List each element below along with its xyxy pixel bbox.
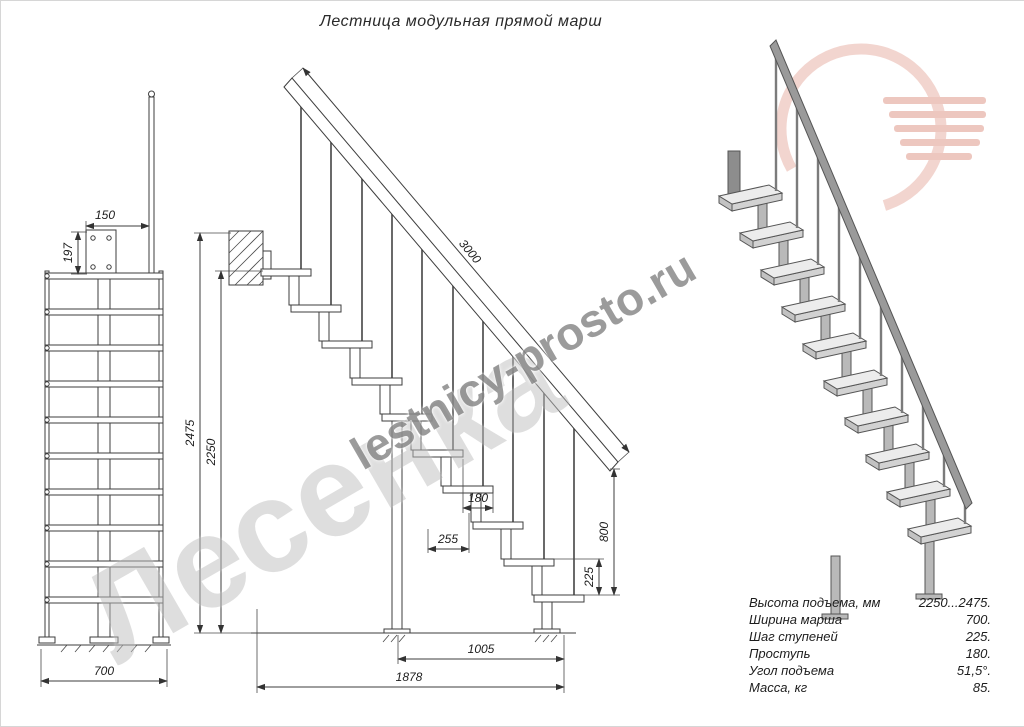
iso-handrail <box>769 39 973 510</box>
spec-label: Угол подъема <box>749 663 835 678</box>
iso-view <box>717 39 986 620</box>
side-view: 3000 2475 2250 180 <box>183 67 630 693</box>
side-columns <box>288 275 543 596</box>
spec-table: Высота подъема, мм 2250...2475. Ширина м… <box>749 594 991 696</box>
floor-slab <box>228 230 264 286</box>
dimension-2250: 2250 <box>204 270 263 634</box>
wall-bracket <box>262 250 272 280</box>
front-rail-post <box>148 96 155 274</box>
dim-label-1878: 1878 <box>396 670 423 684</box>
front-view: 150 197 700 <box>37 90 171 687</box>
spec-row: Угол подъема 51,5°. <box>749 662 991 679</box>
end-support-leg <box>541 601 553 630</box>
spec-value: 85. <box>972 680 991 695</box>
dim-label-3000: 3000 <box>456 237 484 267</box>
spec-row: Проступь 180. <box>749 645 991 662</box>
dimension-180: 180 <box>462 459 494 513</box>
spec-value: 180. <box>965 646 991 661</box>
dimension-1878: 1878 <box>256 609 565 693</box>
dim-label-1005: 1005 <box>468 642 495 656</box>
front-base-plate <box>89 636 119 644</box>
spec-label: Проступь <box>749 646 811 661</box>
dim-label-150: 150 <box>95 208 115 222</box>
dimension-700: 700 <box>40 649 168 687</box>
spec-row: Шаг ступеней 225. <box>749 628 991 645</box>
spec-value: 51,5°. <box>956 663 991 678</box>
side-ground-hatch <box>382 634 558 643</box>
dimension-255: 255 <box>427 513 470 553</box>
page-title: Лестница модульная прямой марш <box>319 13 603 30</box>
dimension-197: 197 <box>61 231 87 275</box>
dim-label-2250: 2250 <box>204 438 218 466</box>
spec-value: 700. <box>965 612 991 627</box>
spec-label: Шаг ступеней <box>749 629 838 644</box>
spec-row: Масса, кг 85. <box>749 679 991 696</box>
dimension-3000: 3000 <box>291 67 630 463</box>
spec-value: 2250...2475. <box>918 595 991 610</box>
iso-legs <box>821 540 943 620</box>
iso-wall-plate <box>727 150 741 198</box>
dim-label-700: 700 <box>94 664 114 678</box>
dim-label-225: 225 <box>582 567 596 588</box>
spec-label: Масса, кг <box>749 680 808 695</box>
spec-label: Высота подъема, мм <box>749 595 881 610</box>
dim-label-197: 197 <box>61 242 75 263</box>
spec-value: 225. <box>965 629 991 644</box>
spec-label: Ширина марша <box>749 612 843 627</box>
dimension-2475: 2475 <box>183 232 251 634</box>
dimension-1005: 1005 <box>397 635 565 693</box>
spec-row: Ширина марша 700. <box>749 611 991 628</box>
front-ground-hatch <box>60 644 152 653</box>
mount-plate <box>85 229 117 277</box>
dim-label-2475: 2475 <box>183 419 197 447</box>
dim-label-180: 180 <box>468 491 488 505</box>
dimension-225: 225 <box>554 558 604 596</box>
iso-treads <box>717 184 973 545</box>
dim-label-255: 255 <box>437 532 458 546</box>
logo-watermark <box>775 43 986 215</box>
dim-label-800: 800 <box>597 522 611 542</box>
rail-ball <box>148 90 155 98</box>
side-handrail <box>283 77 619 472</box>
spec-row: Высота подъема, мм 2250...2475. <box>749 594 991 611</box>
dimension-150: 150 <box>85 208 150 230</box>
middle-support-leg <box>391 420 403 630</box>
baluster-connectors <box>44 273 50 603</box>
